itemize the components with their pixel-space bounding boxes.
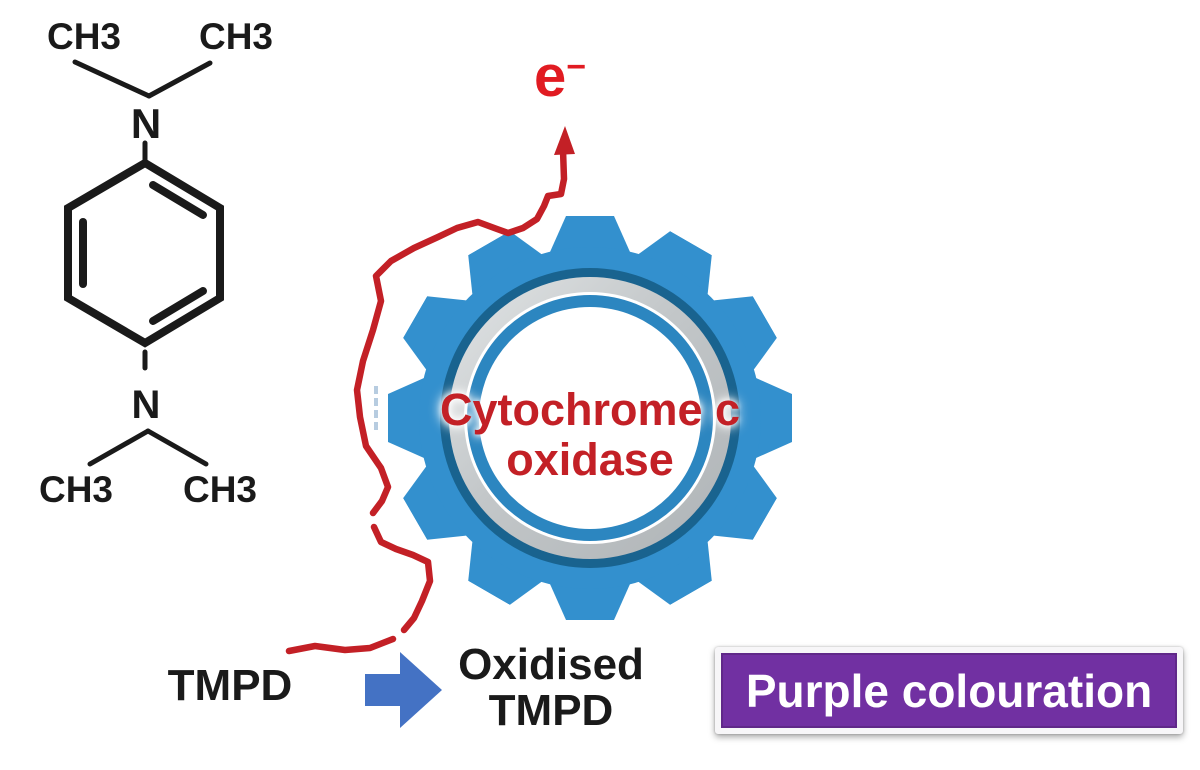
faint-dash-artifact: [374, 386, 378, 430]
ch3-bottom-left-label: CH3: [39, 469, 113, 510]
oxidised-tmpd-line2: TMPD: [488, 686, 614, 735]
double-bond-top-right: [149, 181, 207, 219]
tmpd-label: TMPD: [167, 661, 293, 710]
benzene-ring: [64, 158, 224, 348]
gear-label-line1: Cytochrome c: [439, 384, 741, 435]
nitrogen-bottom-label: N: [132, 383, 161, 427]
tmpd-structure: CH3 CH3 N N CH3 CH3: [39, 16, 273, 510]
ch3-top-left-label: CH3: [47, 16, 121, 57]
purple-colouration-label: Purple colouration: [745, 664, 1153, 717]
electron-symbol: e: [534, 44, 567, 109]
electron-arrowhead: [554, 126, 575, 155]
tmpd-bonds: [64, 59, 224, 467]
tmpd-atom-labels: CH3 CH3 N N CH3 CH3: [39, 16, 273, 510]
gear-tooth: [550, 584, 630, 620]
bond-ch3-bottom-right: [145, 428, 209, 467]
purple-colouration-box: Purple colouration: [715, 647, 1183, 734]
double-bond-bottom-right: [149, 287, 207, 325]
ch3-top-right-label: CH3: [199, 16, 273, 57]
oxidised-tmpd-label: Oxidised TMPD: [455, 642, 647, 734]
cytochrome-c-oxidase-gear: Cytochrome c oxidase: [390, 216, 792, 620]
electron-charge: −: [566, 48, 587, 86]
gear-label: Cytochrome c oxidase: [440, 385, 740, 485]
gear-label-line2: oxidase: [506, 434, 674, 485]
nitrogen-top-label: N: [131, 100, 161, 147]
bond-ch3-top-right: [146, 60, 213, 99]
oxidised-tmpd-line1: Oxidised: [458, 640, 644, 689]
electron-flow-segment: [285, 635, 397, 655]
electron-label: e−: [534, 38, 586, 106]
ch3-bottom-right-label: CH3: [183, 469, 257, 510]
gear-tooth: [756, 378, 792, 458]
reaction-arrow: [365, 652, 442, 728]
bond-ch3-top-left: [72, 59, 152, 99]
bond-ch3-bottom-left: [87, 428, 151, 467]
